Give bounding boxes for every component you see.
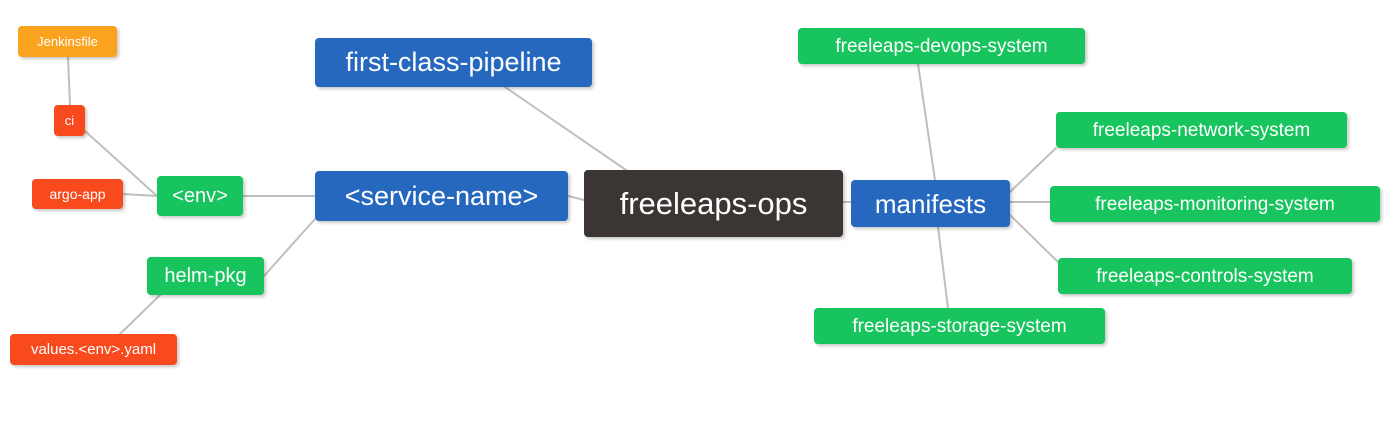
edge-service-name-to-freeleaps-ops <box>567 195 585 201</box>
edge-freeleaps-storage-system-to-manifests <box>937 226 949 309</box>
node-env[interactable]: <env> <box>157 176 243 216</box>
edge-freeleaps-devops-system-to-manifests <box>917 63 936 181</box>
edge-freeleaps-controls-system-to-manifests <box>1009 214 1059 263</box>
node-ci[interactable]: ci <box>54 105 85 136</box>
node-label-argo-app: argo-app <box>49 186 106 202</box>
node-label-service-name: <service-name> <box>344 180 539 211</box>
node-label-ci: ci <box>64 113 75 128</box>
node-label-values-yaml: values.<env>.yaml <box>30 341 157 358</box>
node-label-freeleaps-devops-system: freeleaps-devops-system <box>835 35 1048 57</box>
edge-service-name-to-helm-pkg <box>263 218 316 277</box>
edge-freeleaps-network-system-to-manifests <box>1009 147 1057 193</box>
node-jenkinsfile[interactable]: Jenkinsfile <box>18 26 117 57</box>
node-freeleaps-controls-system[interactable]: freeleaps-controls-system <box>1058 258 1352 294</box>
edge-jenkinsfile-to-ci <box>67 56 71 106</box>
node-label-helm-pkg: helm-pkg <box>164 265 247 287</box>
node-first-class-pipeline[interactable]: first-class-pipeline <box>315 38 592 87</box>
node-values-yaml[interactable]: values.<env>.yaml <box>10 334 177 365</box>
node-freeleaps-monitoring-system[interactable]: freeleaps-monitoring-system <box>1050 186 1380 222</box>
node-label-first-class-pipeline: first-class-pipeline <box>345 47 562 77</box>
node-label-freeleaps-controls-system: freeleaps-controls-system <box>1096 265 1314 287</box>
node-label-jenkinsfile: Jenkinsfile <box>37 34 98 49</box>
node-label-freeleaps-storage-system: freeleaps-storage-system <box>852 315 1067 337</box>
node-label-freeleaps-ops: freeleaps-ops <box>619 186 808 221</box>
node-label-freeleaps-monitoring-system: freeleaps-monitoring-system <box>1095 193 1335 215</box>
node-helm-pkg[interactable]: helm-pkg <box>147 257 264 295</box>
node-label-env: <env> <box>172 185 228 207</box>
node-freeleaps-devops-system[interactable]: freeleaps-devops-system <box>798 28 1085 64</box>
edge-first-class-pipeline-to-freeleaps-ops <box>504 86 627 171</box>
node-freeleaps-storage-system[interactable]: freeleaps-storage-system <box>814 308 1105 344</box>
node-label-manifests: manifests <box>874 188 987 219</box>
node-freeleaps-network-system[interactable]: freeleaps-network-system <box>1056 112 1347 148</box>
edge-helm-pkg-to-values-yaml <box>119 294 161 335</box>
node-argo-app[interactable]: argo-app <box>32 179 123 209</box>
node-freeleaps-ops[interactable]: freeleaps-ops <box>584 170 843 237</box>
node-service-name[interactable]: <service-name> <box>315 171 568 221</box>
node-manifests[interactable]: manifests <box>851 180 1010 227</box>
edge-argo-app-to-env <box>122 193 158 197</box>
node-label-freeleaps-network-system: freeleaps-network-system <box>1092 119 1311 141</box>
